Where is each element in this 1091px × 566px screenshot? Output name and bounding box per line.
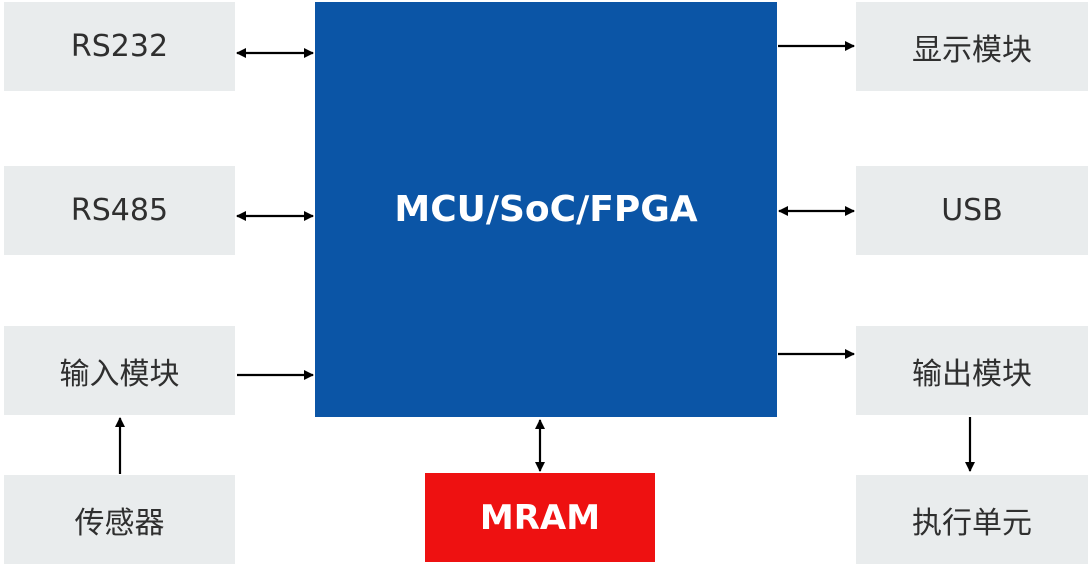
rs485-label: RS485 bbox=[70, 193, 169, 228]
output-module-label: 输出模块 bbox=[912, 356, 1032, 392]
actuator-block: 执行单元 bbox=[856, 475, 1088, 564]
usb-block: USB bbox=[856, 166, 1088, 255]
usb-label: USB bbox=[941, 193, 1003, 228]
input-module-block: 输入模块 bbox=[4, 326, 235, 415]
output-module-block: 输出模块 bbox=[856, 326, 1088, 415]
display-module-label: 显示模块 bbox=[912, 32, 1032, 68]
display-module-block: 显示模块 bbox=[856, 2, 1088, 91]
mcu-soc-fpga-block: MCU/SoC/FPGA bbox=[315, 2, 777, 417]
sensor-block: 传感器 bbox=[4, 475, 235, 564]
rs232-block: RS232 bbox=[4, 2, 235, 91]
mram-label: MRAM bbox=[479, 497, 601, 538]
mcu-label: MCU/SoC/FPGA bbox=[394, 189, 698, 230]
actuator-label: 执行单元 bbox=[912, 505, 1032, 541]
rs485-block: RS485 bbox=[4, 166, 235, 255]
sensor-label: 传感器 bbox=[74, 505, 165, 541]
rs232-label: RS232 bbox=[70, 29, 169, 64]
mram-block: MRAM bbox=[425, 473, 655, 562]
input-module-label: 输入模块 bbox=[59, 356, 180, 392]
